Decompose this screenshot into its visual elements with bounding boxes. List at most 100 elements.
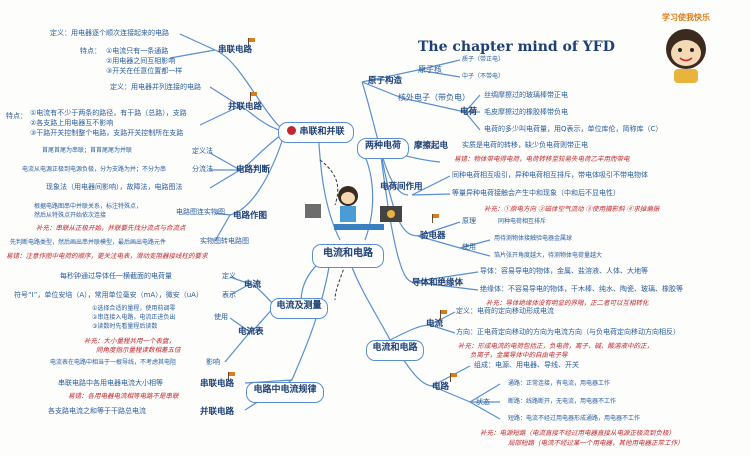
use-item-2: ②串连接入电路，电流正进负出 [92, 314, 176, 321]
effect-desc: 电流表在电路中相当于一根导线，不考虑其电阻 [50, 359, 177, 366]
insulator-desc: 绝缘体：不容易导电的物体，干木棒、纯水、陶瓷、玻璃、橡胶等 [480, 285, 683, 293]
electroscope-use-1: 用待测物体接触验电器金属球 [494, 235, 573, 242]
interaction-item-1: 同种电荷相互吸引，异种电荷相互排斥，带电体吸引不带电物体 [452, 171, 648, 179]
draw-right-2: 实物图转电路图 [200, 237, 249, 245]
state-item-1: 通路：正常连接，有电流，用电器工作 [508, 380, 611, 387]
conductor-desc: 导体：容易导电的物体，金属、盐溶液、人体、大地等 [480, 267, 648, 275]
neutron: 中子（不带电） [462, 73, 505, 80]
series-law-node: 串联电路 [200, 379, 235, 389]
interaction-item-2: 等量异种电荷接触会产生中和现象（中和后不显电性） [452, 189, 620, 197]
charge-item-3: 电荷的多少叫电荷量，用Q表示，单位库伦，简称库（C） [484, 125, 663, 133]
state-node: 状态 [476, 398, 490, 406]
parallel-feat-2: ②各支路上用电器互不影响 [30, 119, 114, 127]
page-title: The chapter mind of YFD [418, 39, 615, 55]
electroscope-flag-icon [432, 214, 439, 223]
parallel-law-node: 并联电路 [200, 407, 235, 417]
nucleus-node: 原子核 [418, 65, 442, 74]
branch-current-circuit[interactable]: 电流和电路 [366, 340, 424, 361]
parallel-law-desc: 各支路电流之和等于干路总电流 [48, 407, 146, 415]
draw-tip: 补充：串联从正极开始，并联要先找分流点与合流点 [36, 224, 186, 232]
current-flag-icon [440, 310, 447, 319]
branch-current-measure[interactable]: 电流及测量 [270, 298, 328, 319]
branch-series-parallel[interactable]: 串联和并联 [278, 122, 354, 143]
use-item-1: ①选择合适的量程，使用前调零 [92, 305, 176, 312]
use-item-3: ③读数时先看量程后读数 [92, 323, 158, 330]
series-feat-label: 特点： [80, 47, 101, 55]
draw-node: 电路作图 [233, 211, 268, 221]
rb-circuit-node: 电路 [432, 382, 450, 392]
ammeter-node: 电流表 [238, 327, 264, 337]
ammeter-tip-2: 同角度指示量程读数相差五倍 [96, 346, 181, 354]
ammeter-tip-1: 补充：大小量程共用一个表盘， [84, 337, 175, 345]
proton: 质子（带正电） [462, 56, 505, 63]
center-illustration [300, 176, 410, 240]
interaction-tip: 补充：①原电方向 ②磁体空气流动 ③使用摄影斜 ④求掉偏振 [484, 205, 660, 213]
electroscope-use-node: 使用 [462, 243, 476, 251]
principle-node: 原理 [462, 217, 476, 225]
draw-left-2: 然后从特殊点开始依次连接 [34, 212, 107, 219]
charge-item-1: 丝绸摩擦过的玻璃棒带正电 [484, 91, 568, 99]
direction-tip-1: 补充：形成电流的电荷包括正，负电荷，离子、碱、酸溶液中的正， [458, 342, 653, 350]
conductor-tip: 补充：导体绝缘体没有明显的界限，正二者可以互相转化 [486, 299, 649, 307]
series-law-desc: 串联电路中各用电器电流大小相等 [58, 379, 163, 387]
effect-node: 影响 [206, 358, 220, 366]
state-tip-2: 局部短路（电流不经过某一个用电器，其他用电器正常工作） [508, 439, 684, 447]
charge-item-2: 毛皮摩擦过的橡胶棒带负电 [484, 108, 568, 116]
series-def: 定义：用电器逐个顺次连接起来的电路 [50, 29, 169, 37]
friction-err: 易错：物体带电得电荷，电荷转移至较易失电荷乙丰用而带电 [454, 155, 630, 163]
state-item-2: 断路：线路断开，无电流，用电器不工作 [508, 398, 617, 405]
friction-node: 摩擦起电 [414, 141, 449, 151]
series-circuit-node: 串联电路 [218, 45, 253, 55]
current-node: 电流 [244, 280, 262, 290]
parallel-feat-label: 特点： [6, 112, 27, 120]
use-node: 使用 [214, 313, 228, 321]
units-desc: 符号“I”，单位安培（A），常用单位毫安（mA），微安（uA） [14, 291, 203, 299]
parallel-feat-3: ③干路开关控制整个电路，支路开关控制所在支路 [30, 129, 184, 137]
series-feat-2: ②用电器之间互相影响 [106, 57, 176, 65]
split-method-desc: 电流从电源正极到电源负极，分为支路为并；不分为串 [22, 166, 167, 173]
current-def-desc: 每秒钟通过导体任一横截面的电荷量 [60, 272, 172, 280]
parallel-feat-1: ①电流有不少于两条的路径，有干路（总路），支路 [30, 109, 187, 117]
series-law-err: 易错：各用电器电流相等电路不是串联 [68, 392, 179, 400]
series-feat-1: ①电流只有一条通路 [106, 47, 169, 55]
electron-node: 核外电子（带负电） [398, 93, 470, 102]
current-def-right: 定义：电荷的定向移动形成电流 [456, 307, 554, 315]
atom-node: 原子构造 [368, 76, 403, 86]
center-node[interactable]: 电流和电路 [312, 244, 384, 268]
branch-series-parallel-label: 串联和并联 [299, 127, 345, 137]
state-tip-1: 补充：电源短路（电流直接不经过用电器直接从电源正极流到负极） [480, 429, 675, 437]
rb-current-node: 电流 [426, 319, 444, 329]
electroscope-use-2: 箔片张开角度越大，待测物体电荷量越大 [494, 252, 603, 259]
conductor-node: 导体和绝缘体 [412, 278, 464, 288]
badge-text: 学习使我快乐 [662, 13, 710, 22]
circuit-composition: 组成：电源、用电器、导线、开关 [474, 361, 579, 369]
parallel-flag-icon [250, 92, 257, 101]
current-def-node: 定义 [222, 272, 236, 280]
draw-left-3: 先判断电路类型，然后画出串并联模型，最后画出电路元件 [10, 239, 167, 246]
split-method: 分流法 [192, 165, 213, 173]
draw-left-1: 根据电路图串中并联关系，标注特殊点， [34, 203, 143, 210]
branch-charge[interactable]: 两种电荷 [357, 138, 409, 159]
def-method-desc: 首尾首尾为串联；首首尾尾为并联 [42, 147, 133, 154]
def-method: 定义法 [192, 147, 213, 155]
draw-right: 电路图连实物图 [176, 208, 225, 216]
electroscope-node: 验电器 [420, 231, 446, 241]
parallel-circuit-node: 并联电路 [228, 102, 263, 112]
circuit-flag-icon [450, 373, 457, 382]
draw-note: 易错：注意作图中电荷的顺序，更关注电表，滑动变阻器接线柱的要求 [6, 252, 208, 260]
charge-node: 电荷 [460, 107, 478, 117]
series-flag-icon [248, 38, 255, 47]
phenomenon-method: 现象法（用电器间影响），故障法，电路图法 [46, 183, 183, 191]
monkey-mascot-icon [658, 25, 714, 87]
interaction-node: 电荷间作用 [380, 182, 423, 192]
current-direction: 方向：正电荷定向移动的方向为电流方向（与负电荷定向移动方向相反） [456, 328, 680, 336]
series-law-flag-icon [228, 372, 235, 381]
state-item-3: 短路：电流不经过用电器形成通路，用电器不工作 [508, 415, 641, 422]
parallel-def: 定义：用电器并列连接的电路 [110, 83, 201, 91]
branch-series-law[interactable]: 电路中电流规律 [246, 382, 324, 403]
warning-icon [287, 126, 297, 135]
judge-node: 电路判断 [236, 165, 271, 175]
express-node: 表示 [222, 291, 236, 299]
direction-tip-2: 负离子，金属导体中的自由电子导 [470, 351, 568, 359]
